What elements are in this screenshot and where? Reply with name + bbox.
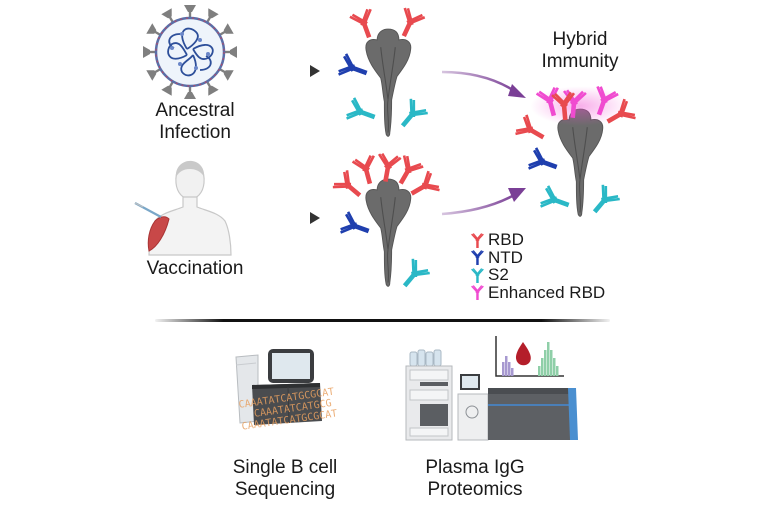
legend-item-s2: S2 (470, 266, 605, 284)
rbd-antibody-icon (549, 89, 582, 122)
infection-label: Ancestral Infection (120, 100, 270, 144)
legend-label-ntd: NTD (488, 247, 523, 267)
hybrid-immunity-title: Hybrid Immunity (510, 29, 650, 73)
arrow-vaccination-to-hybrid (441, 188, 526, 216)
virus-icon (143, 5, 237, 99)
spike-vaccination (330, 150, 460, 290)
s2-antibody-icon (470, 267, 486, 283)
legend-item-ntd: NTD (470, 249, 605, 267)
legend-item-enhanced-rbd: Enhanced RBD (470, 284, 605, 302)
ntd-antibody-icon (470, 249, 486, 265)
legend-label-rbd: RBD (488, 230, 524, 250)
sequencing-label: Single B cell Sequencing (210, 457, 360, 501)
spike-infection (330, 8, 450, 138)
lc-ms-instrument-icon (405, 336, 578, 441)
legend: RBD NTD S2 Enhanced RBD (470, 231, 605, 301)
legend-label-s2: S2 (488, 265, 509, 285)
legend-item-rbd: RBD (470, 231, 605, 249)
section-divider (155, 319, 610, 322)
spike-hybrid (510, 86, 650, 226)
sequencer-icon (235, 349, 322, 425)
hybrid-title-line1: Hybrid (552, 29, 608, 50)
arrow-vaccination-to-spike (262, 212, 320, 224)
legend-label-enhanced-rbd: Enhanced RBD (488, 282, 606, 302)
proteomics-label: Plasma IgG Proteomics (400, 457, 550, 501)
proteomics-label-line2: Proteomics (427, 479, 523, 500)
infection-label-line2: Infection (159, 122, 231, 143)
rbd-antibody-icon (470, 232, 486, 248)
person-vaccination-icon (134, 160, 232, 256)
arrow-infection-to-hybrid (441, 70, 526, 98)
proteomics-label-line1: Plasma IgG (425, 457, 525, 478)
arrow-infection-to-spike (262, 65, 320, 77)
enhanced-rbd-antibody-icon (470, 284, 486, 300)
sequencing-label-line1: Single B cell (232, 457, 338, 478)
hybrid-title-line2: Immunity (541, 51, 619, 72)
sequencing-label-line2: Sequencing (234, 479, 336, 500)
infection-label-line1: Ancestral (155, 100, 235, 121)
vaccination-label: Vaccination (146, 258, 244, 279)
